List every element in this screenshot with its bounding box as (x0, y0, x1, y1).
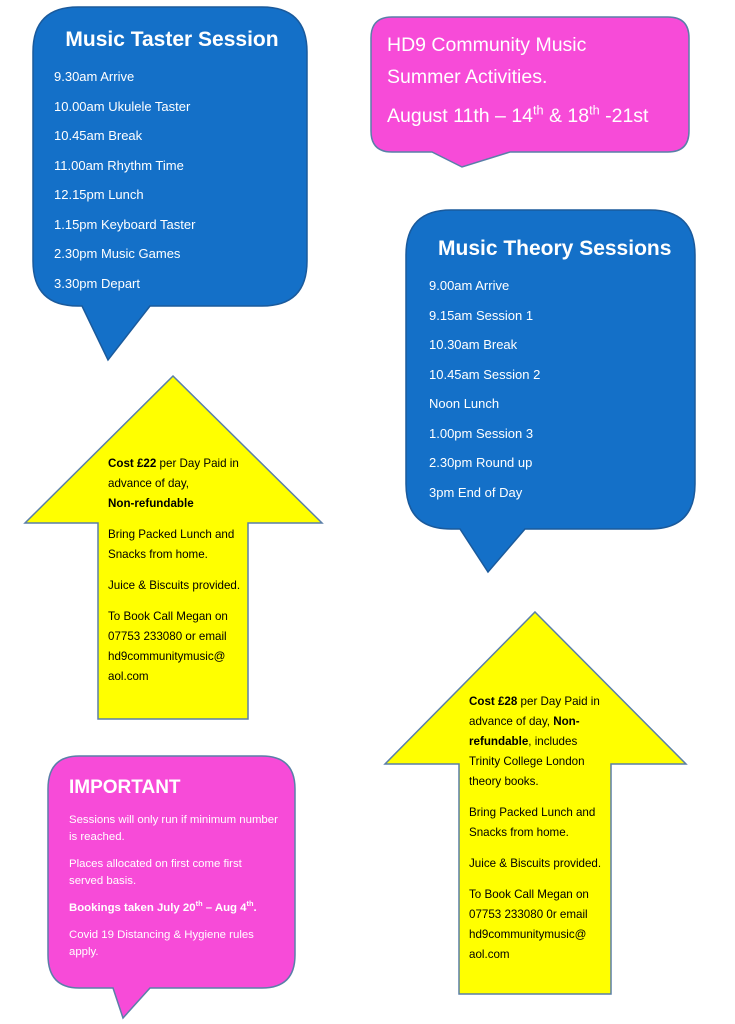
lunch-text: Bring Packed Lunch and Snacks from home. (108, 528, 235, 561)
taster-info: Cost £22 per Day Paid in advance of day,… (108, 454, 244, 698)
schedule-item: 2.30pm Music Games (54, 246, 181, 261)
important-notice: IMPORTANT Sessions will only run if mini… (69, 776, 279, 971)
lunch-text: Bring Packed Lunch and Snacks from home. (469, 806, 596, 839)
schedule-item: 11.00am Rhythm Time (54, 157, 184, 173)
bookings-sup: th (195, 899, 203, 909)
bookings-notice: Bookings taken July 20th – Aug 4th. (69, 900, 279, 917)
cost-text: Cost £28 per Day Paid in advance of day,… (469, 692, 607, 792)
schedule-item: 2.30pm Round up (429, 455, 533, 470)
important-title: IMPORTANT (69, 777, 181, 798)
dates-part: & 18 (543, 105, 590, 127)
allocation-notice: Places allocated on first come first ser… (69, 858, 242, 887)
dates-sup: th (533, 103, 544, 118)
schedule-item: 9.00am Arrive (429, 278, 510, 293)
event-header: HD9 Community Music Summer Activities. A… (387, 29, 687, 132)
right-arrow-shape (383, 610, 688, 995)
minimum-notice: Sessions will only run if minimum number… (69, 814, 278, 843)
important-bubble-shape (47, 755, 296, 1020)
cost-desc: per Day Paid in advance of day, (469, 695, 600, 728)
theory-schedule: 9.00am Arrive 9.15am Session 1 10.30am B… (429, 278, 679, 514)
schedule-item: 9.15am Session 1 (429, 307, 534, 323)
booking-text: To Book Call Megan on 07753 233080 0r em… (469, 888, 589, 961)
schedule-item: 10.45am Break (54, 128, 143, 143)
bookings-sup: th (246, 899, 254, 909)
cost-amount: Cost £22 (108, 457, 157, 470)
bookings-part: . (253, 902, 257, 914)
schedule-item: 1.15pm Keyboard Taster (54, 216, 196, 232)
schedule-item: 9.30am Arrive (54, 69, 135, 84)
schedule-item: 3pm End of Day (429, 484, 523, 500)
theory-bubble-shape (405, 209, 696, 574)
header-line-2: Summer Activities. (387, 66, 548, 88)
cost-text: Cost £22 per Day Paid in advance of day, (108, 454, 244, 494)
schedule-item: 10.00am Ukulele Taster (54, 98, 191, 114)
header-bubble-shape (370, 16, 690, 168)
cost-amount: Cost £28 (469, 695, 518, 708)
schedule-item: Noon Lunch (429, 396, 500, 411)
taster-session: Music Taster Session 9.30am Arrive 10.00… (54, 28, 294, 305)
theory-info: Cost £28 per Day Paid in advance of day,… (469, 692, 607, 976)
schedule-item: 12.15pm Lunch (54, 187, 144, 202)
juice-text: Juice & Biscuits provided. (108, 579, 241, 592)
includes-text: , includes Trinity College London theory… (469, 735, 585, 788)
taster-title: Music Taster Session (65, 28, 279, 51)
schedule-item: 3.30pm Depart (54, 275, 140, 291)
left-arrow-shape (23, 374, 324, 720)
nonrefundable-label: Non-refundable (108, 497, 194, 510)
taster-schedule: 9.30am Arrive 10.00am Ukulele Taster 10.… (54, 69, 294, 305)
covid-notice: Covid 19 Distancing & Hygiene rules appl… (69, 929, 254, 958)
bookings-part: – Aug 4 (202, 902, 247, 914)
schedule-item: 10.30am Break (429, 337, 518, 352)
dates-part: August 11th – 14 (387, 105, 534, 127)
taster-bubble-shape (32, 6, 308, 362)
bookings-part: Bookings taken July 20 (69, 902, 196, 914)
nonrefundable-text: Non-refundable (108, 494, 244, 514)
header-line-1: HD9 Community Music (387, 34, 587, 56)
nonrefundable-label: Non-refundable (469, 715, 580, 748)
dates-sup: th (589, 103, 600, 118)
dates-part: -21st (599, 105, 649, 127)
schedule-item: 1.00pm Session 3 (429, 425, 534, 441)
schedule-item: 10.45am Session 2 (429, 366, 541, 382)
theory-title: Music Theory Sessions (438, 237, 672, 260)
juice-text: Juice & Biscuits provided. (469, 857, 602, 870)
theory-session: Music Theory Sessions 9.00am Arrive 9.15… (429, 237, 679, 514)
header-dates: August 11th – 14th & 18th -21st (387, 100, 687, 132)
cost-desc: per Day Paid in advance of day, (108, 457, 239, 490)
booking-text: To Book Call Megan on 07753 233080 or em… (108, 610, 228, 683)
